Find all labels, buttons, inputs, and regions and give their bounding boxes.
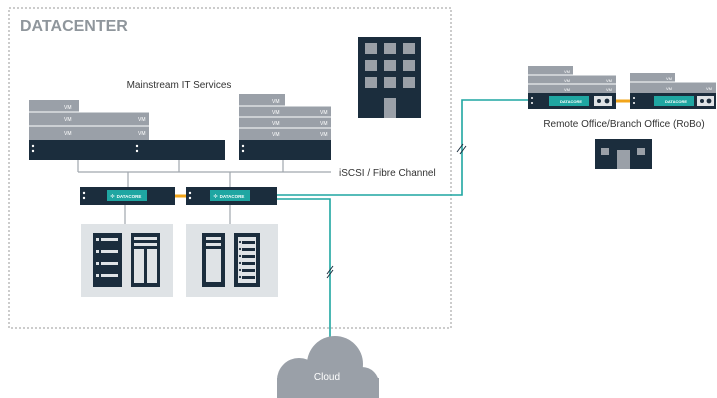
vm-label: VM: [272, 110, 280, 116]
wan-links: [277, 99, 528, 350]
host-network-lines: [77, 160, 331, 187]
datacore-brand: DATACORE: [560, 99, 582, 104]
datacore-brand: DATACORE: [220, 194, 245, 199]
cloud-label: Cloud: [314, 372, 340, 383]
vm-label: VM: [564, 87, 570, 92]
datacore-appliance-left: DATACORE ≑: [80, 187, 175, 205]
datacenter-boundary: [8, 7, 452, 329]
remote-server-right: VM VM VM DATACORE: [630, 73, 716, 109]
datacore-brand: DATACORE: [665, 99, 687, 104]
vm-label: VM: [64, 117, 72, 123]
vm-label: VM: [272, 99, 280, 105]
svg-text:≑: ≑: [110, 194, 115, 200]
branch-office-building-icon: [595, 139, 652, 169]
vm-label: VM: [320, 110, 328, 116]
vm-label: VM: [606, 87, 612, 92]
storage-array-right: [186, 224, 278, 297]
host-server-middle: [133, 140, 225, 160]
vm-label: VM: [64, 105, 72, 111]
vm-label: VM: [272, 121, 280, 127]
datacore-appliance-right: DATACORE ≑: [186, 187, 277, 205]
vm-label: VM: [138, 131, 146, 137]
network-label: iSCSI / Fibre Channel: [339, 168, 436, 179]
cloud-icon: [277, 336, 379, 398]
vm-label: VM: [272, 132, 280, 138]
host-server-right: VM VM VM VM VM VM VM: [239, 94, 331, 160]
vm-label: VM: [320, 132, 328, 138]
services-label: Mainstream IT Services: [127, 80, 232, 91]
storage-array-left: [81, 224, 173, 297]
remote-server-left: VM VM VM VM VM DATACORE: [528, 66, 616, 109]
vm-label: VM: [564, 78, 570, 83]
host-server-left: VM VM VM VM VM: [29, 100, 149, 160]
vm-label: VM: [138, 117, 146, 123]
vm-label: VM: [606, 78, 612, 83]
wan-break-marks: [326, 143, 467, 279]
vm-label: VM: [666, 76, 672, 81]
datacenter-title: DATACENTER: [20, 18, 128, 35]
datacore-brand: DATACORE: [117, 194, 142, 199]
svg-text:≑: ≑: [213, 194, 218, 200]
datacenter-building-icon: [358, 37, 421, 118]
remote-label: Remote Office/Branch Office (RoBo): [543, 119, 704, 130]
vm-label: VM: [320, 121, 328, 127]
vm-label: VM: [564, 69, 570, 74]
vm-label: VM: [706, 86, 712, 91]
vm-label: VM: [666, 86, 672, 91]
vm-label: VM: [64, 131, 72, 137]
